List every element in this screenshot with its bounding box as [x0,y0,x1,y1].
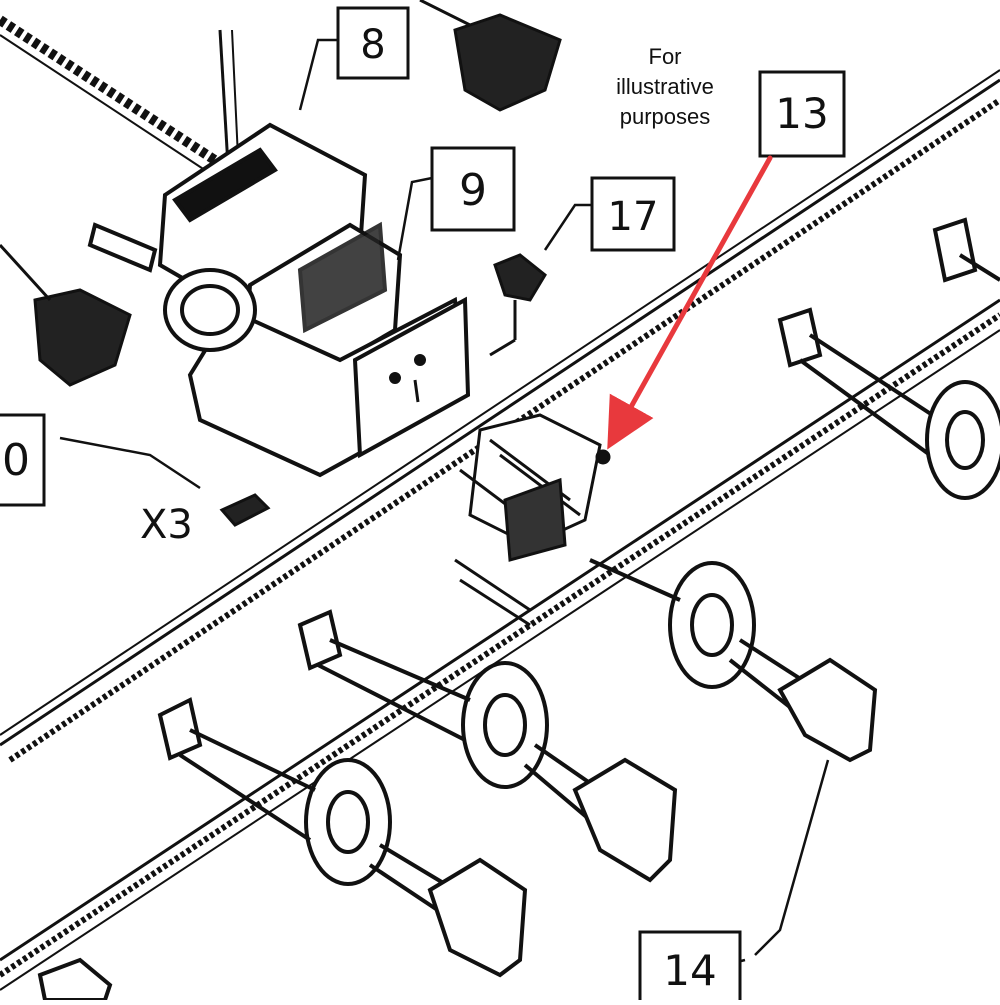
callout-10: 10 [0,413,46,507]
callout-9-label: 9 [459,165,487,216]
callout-17: 17 [590,176,676,252]
note-line-2: illustrative [616,74,714,99]
callout-14-label: 14 [663,946,716,995]
spring-cluster [454,413,611,627]
motor-housing [87,122,471,478]
red-pointer-arrow [607,155,773,450]
callout-8-label: 8 [360,22,385,68]
callout-10-label: 10 [0,435,30,486]
callout-13-label: 13 [775,89,828,138]
callout-14: 14 [638,930,742,1005]
quantity-label: X3 [140,502,193,548]
note-line-3: purposes [619,104,711,129]
clip-fasteners [0,0,562,527]
callout-13: 13 [758,70,846,158]
illustrative-note: For illustrative purposes [585,42,745,132]
note-line-1: For [648,44,682,69]
callout-8: 8 [336,6,410,80]
rail-assembly [0,69,1000,991]
callout-17-label: 17 [608,194,659,240]
callout-9: 9 [430,146,516,232]
roller-assemblies [37,217,1000,1002]
